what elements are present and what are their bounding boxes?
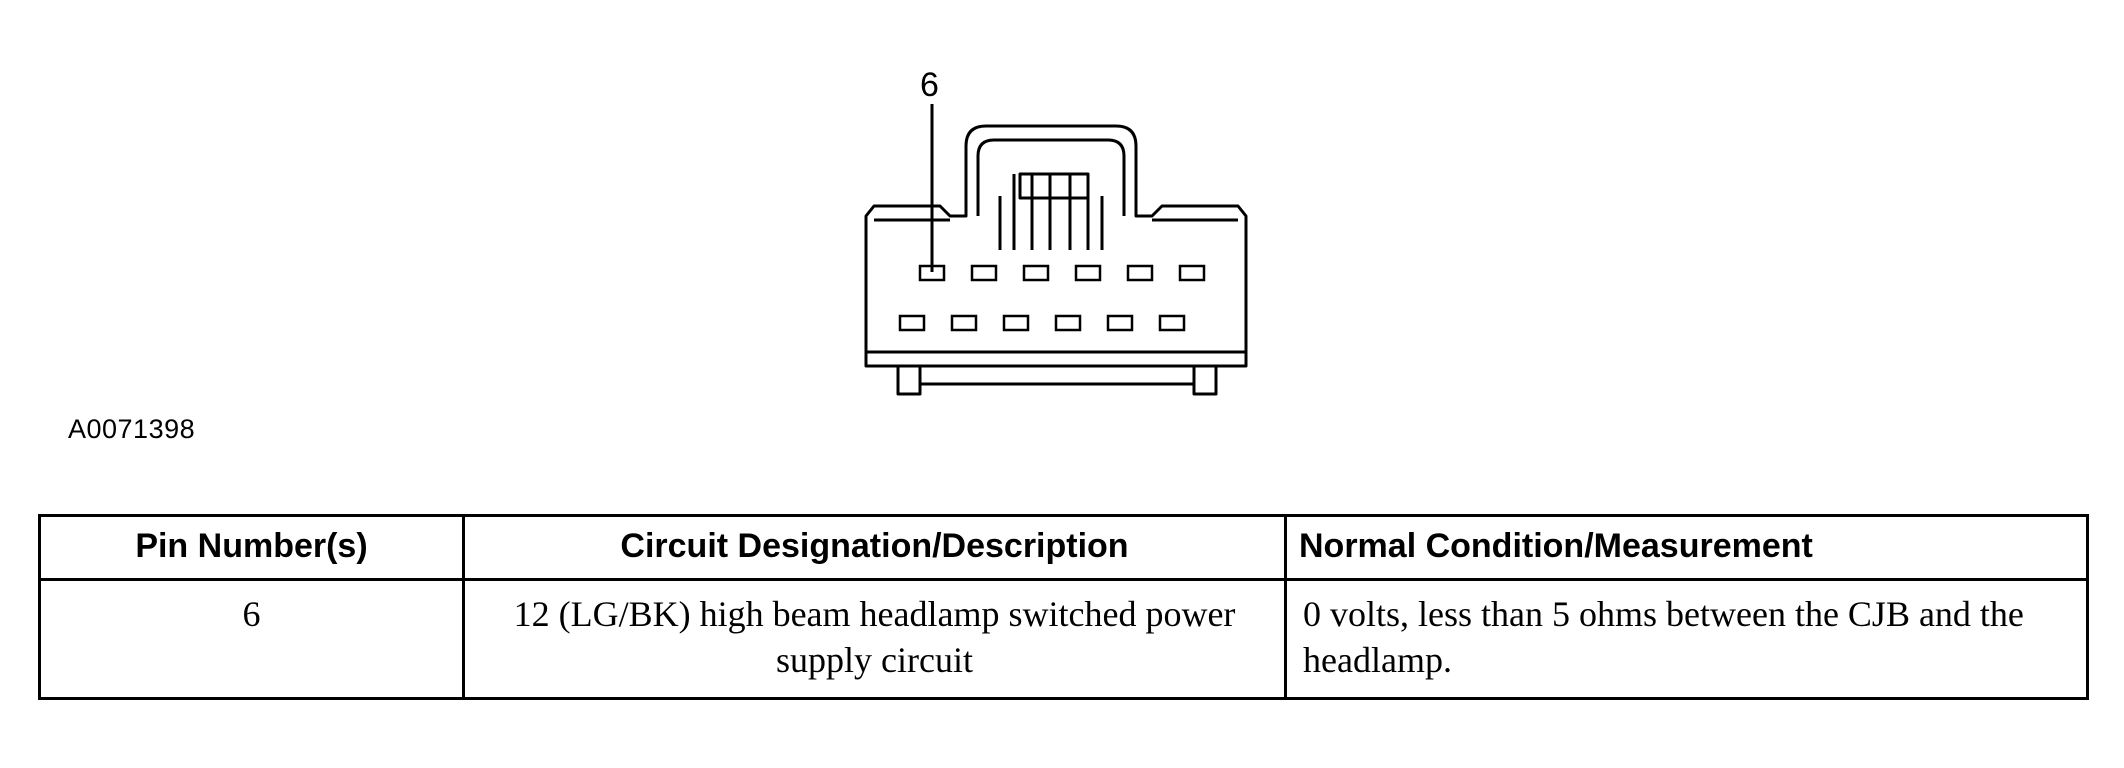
terminal-cavity	[950, 314, 978, 332]
terminal-cavity	[898, 314, 926, 332]
header-pin-number: Pin Number(s)	[38, 514, 465, 581]
table-header-row: Pin Number(s) Circuit Designation/Descri…	[38, 514, 2089, 581]
terminal-cavity	[970, 264, 998, 282]
table-row: 6 12 (LG/BK) high beam headlamp switched…	[38, 578, 2089, 700]
terminal-cavity	[1074, 264, 1102, 282]
locking-tab	[976, 138, 1126, 216]
header-circuit-description: Circuit Designation/Description	[462, 514, 1287, 581]
terminal-cavity	[1002, 314, 1030, 332]
terminal-row-bottom	[898, 314, 1186, 332]
right-foot	[1192, 366, 1218, 396]
pin-table: Pin Number(s) Circuit Designation/Descri…	[38, 514, 2089, 700]
terminal-cavity	[1054, 314, 1082, 332]
connector-body	[864, 124, 1248, 368]
cell-circuit-description: 12 (LG/BK) high beam headlamp switched p…	[462, 578, 1287, 700]
terminal-cavity	[1158, 314, 1186, 332]
terminal-cavity	[1106, 314, 1134, 332]
tab-rib	[1018, 172, 1090, 200]
callout-label: 6	[920, 66, 939, 104]
figure-id: A0071398	[68, 414, 196, 444]
left-foot	[896, 366, 922, 396]
terminal-cavity	[1022, 264, 1050, 282]
connector-face-view: 6	[864, 66, 1248, 396]
terminal-cavity	[1126, 264, 1154, 282]
cell-pin-number: 6	[38, 578, 465, 700]
terminal-cavity	[1178, 264, 1206, 282]
connector-diagram: 6	[840, 60, 1260, 410]
terminal-row-top	[918, 264, 1206, 282]
cell-normal-condition: 0 volts, less than 5 ohms between the CJ…	[1284, 578, 2089, 700]
header-normal-condition: Normal Condition/Measurement	[1284, 514, 2089, 581]
